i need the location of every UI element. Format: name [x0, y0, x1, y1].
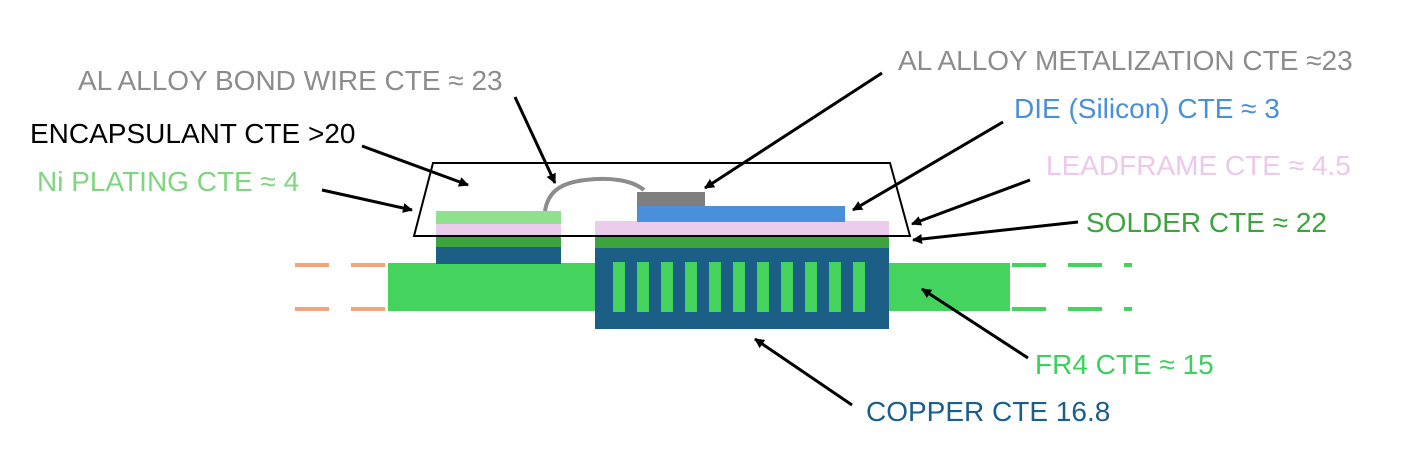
via-fill: [637, 262, 649, 312]
leadframe-label: LEADFRAME CTE ≈ 4.5: [1046, 150, 1351, 181]
ni-plating-layer: [436, 211, 561, 224]
solder-label: SOLDER CTE ≈ 22: [1086, 207, 1327, 238]
metalization-label: AL ALLOY METALIZATION CTE ≈23: [898, 45, 1353, 76]
right-solder-layer: [595, 237, 889, 248]
solder-arrow: [912, 220, 1079, 244]
bond-wire-arrow: [513, 96, 557, 184]
die-layer: [637, 206, 845, 222]
encapsulant-label: ENCAPSULANT CTE >20: [30, 118, 356, 149]
left-lead-stack: [436, 211, 561, 264]
fr4-arrow: [921, 287, 1029, 360]
die-arrow: [852, 120, 1004, 212]
copper-vias: [613, 262, 865, 312]
copper-arrow: [754, 337, 853, 407]
arrows: [321, 71, 1079, 407]
bond-wire: [543, 176, 646, 212]
via-fill: [709, 262, 721, 312]
via-fill: [805, 262, 817, 312]
via-fill: [781, 262, 793, 312]
left-copper-pad: [436, 247, 561, 264]
via-fill: [757, 262, 769, 312]
leadframe-layer: [595, 221, 889, 237]
metalization-arrow: [704, 71, 883, 190]
left-leadframe-layer: [436, 224, 561, 237]
encapsulant-outline: [412, 162, 912, 237]
left-solder-layer: [436, 237, 561, 247]
right-stack: [595, 192, 889, 248]
encapsulant-arrow: [361, 144, 469, 187]
metalization-pad: [637, 192, 705, 206]
via-fill: [685, 262, 697, 312]
via-fill: [733, 262, 745, 312]
die-label: DIE (Silicon) CTE ≈ 3: [1014, 93, 1280, 124]
leadframe-arrow: [911, 178, 1031, 226]
ni-plating-arrow: [321, 188, 413, 213]
copper-label: COPPER CTE 16.8: [866, 396, 1110, 427]
via-fill: [853, 262, 865, 312]
bond-wire-label: AL ALLOY BOND WIRE CTE ≈ 23: [78, 65, 503, 96]
fr4-label: FR4 CTE ≈ 15: [1035, 349, 1214, 380]
ni-plating-label: Ni PLATING CTE ≈ 4: [37, 166, 299, 197]
via-fill: [829, 262, 841, 312]
via-fill: [613, 262, 625, 312]
copper-pad: [595, 248, 889, 329]
pcb-continuation-left: [295, 263, 385, 311]
pcb-continuation-right: [1012, 263, 1132, 311]
via-fill: [661, 262, 673, 312]
